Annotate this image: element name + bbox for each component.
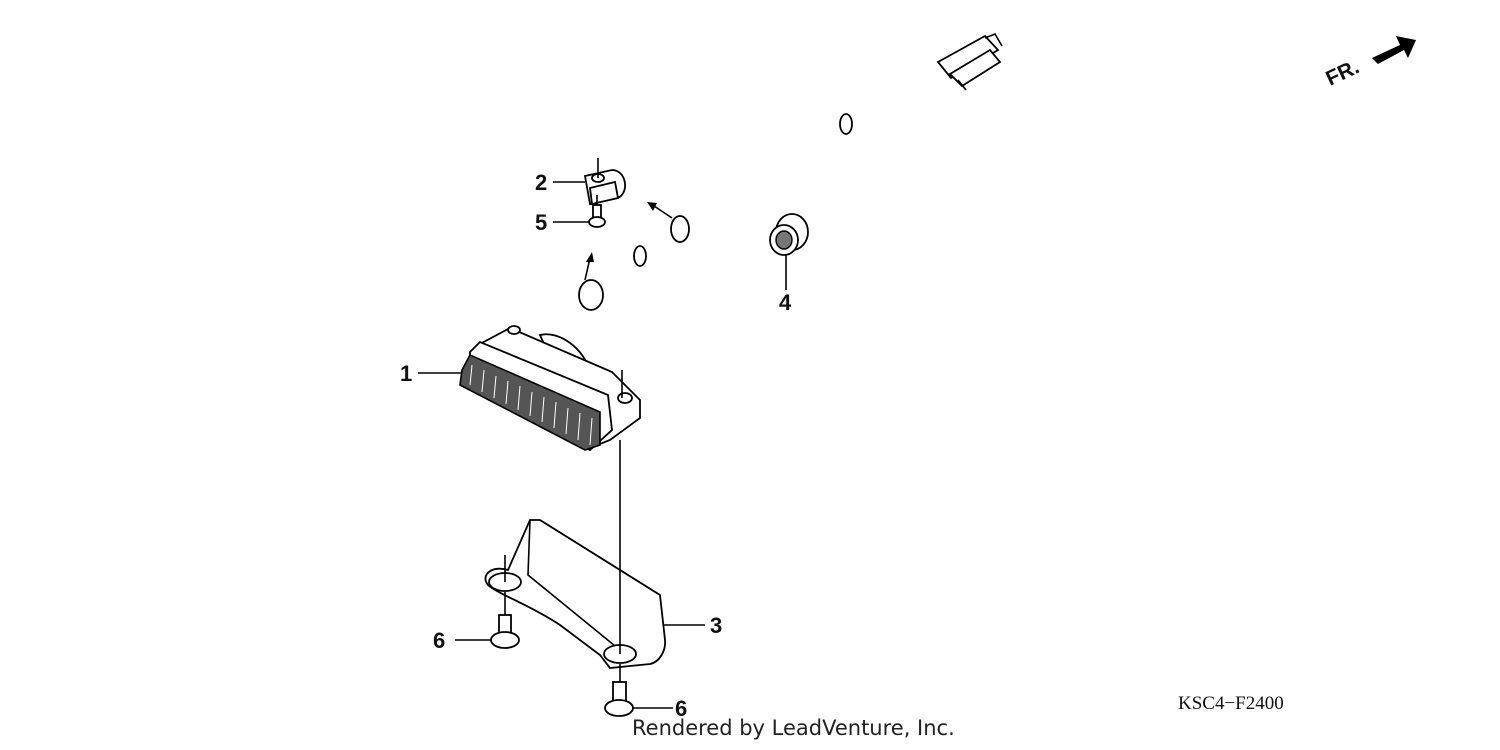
license-light-assembly bbox=[459, 325, 641, 452]
callout-6a: 6 bbox=[433, 628, 445, 653]
bracket bbox=[484, 440, 666, 669]
wire-grommet bbox=[670, 215, 690, 243]
wire-band bbox=[633, 245, 647, 267]
callout-6b: 6 bbox=[675, 696, 687, 721]
cord-clip bbox=[583, 158, 626, 206]
render-credit: Rendered by LeadVenture, Inc. bbox=[632, 716, 955, 740]
screw-6b bbox=[604, 664, 634, 717]
grommet bbox=[769, 213, 809, 256]
assembly-arrow bbox=[647, 202, 673, 219]
screw-6a bbox=[490, 592, 520, 649]
callout-2: 2 bbox=[535, 170, 547, 195]
wire-connector bbox=[936, 33, 1003, 91]
diagram-code: KSC4−F2400 bbox=[1178, 693, 1284, 714]
front-direction-indicator: FR. bbox=[1322, 36, 1416, 91]
wire-band bbox=[839, 113, 853, 135]
callout-1: 1 bbox=[400, 361, 412, 386]
callout-3: 3 bbox=[710, 613, 722, 638]
callout-4: 4 bbox=[779, 290, 792, 315]
callout-5: 5 bbox=[535, 210, 547, 235]
wire-harness bbox=[533, 33, 1003, 335]
assembly-arrow bbox=[584, 252, 594, 281]
direction-label: FR. bbox=[1322, 55, 1362, 90]
arrow-right-icon bbox=[1372, 36, 1416, 64]
wire-grommet bbox=[578, 279, 604, 311]
